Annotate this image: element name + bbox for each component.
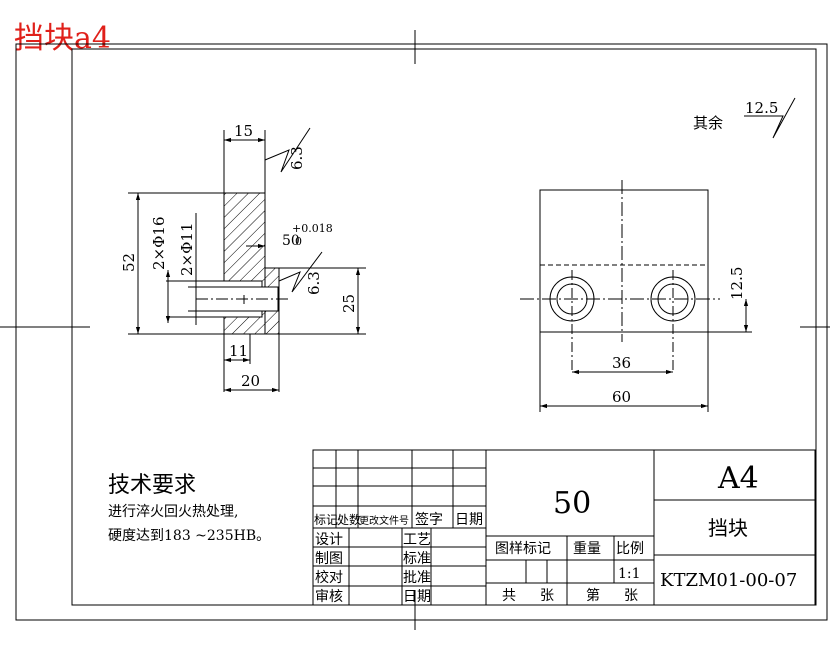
drawing-number: KTZM01-00-07 [660, 570, 797, 591]
front-view-body [539, 189, 709, 333]
dim-step: 50 [282, 233, 300, 249]
col-mark: 图样标记 [495, 541, 551, 557]
dim-hole-spacing: 36 [612, 354, 631, 372]
part-name: 挡块 [708, 516, 748, 540]
tech-requirements: 技术要求 进行淬火回火热处理, 硬度达到183 ~235HB。 [108, 473, 270, 544]
row-process: 工艺 [403, 532, 431, 548]
dim-step-tol-low: 0 [295, 235, 302, 248]
hdr-count: 处数 [337, 512, 361, 527]
side-view: 15 6.3 52 2×Φ16 2×Φ11 50 +0.018 0 6.3 25 [120, 122, 366, 393]
hole-large: 2×Φ16 [150, 217, 168, 271]
dim-bottom-width: 20 [241, 372, 260, 390]
sheet-no-unit: 张 [624, 588, 638, 604]
roughness-symbol-icon [744, 97, 796, 139]
row-review: 审核 [315, 589, 343, 605]
front-view: 12.5 36 60 [520, 180, 752, 412]
sheet-size: A4 [717, 461, 759, 496]
col-weight: 重量 [573, 541, 601, 557]
col-scale: 比例 [616, 541, 644, 557]
material: 50 [553, 486, 591, 521]
sheet-inner-border [71, 48, 817, 606]
row-standard: 标准 [403, 551, 431, 567]
dim-hole-height: 12.5 [728, 267, 746, 300]
title-block-text: 标记 处数 更改文件号 签字 日期 设计 制图 校对 审核 工艺 标准 批准 日… [314, 461, 797, 605]
row-approve: 批准 [403, 570, 431, 586]
hdr-sign: 签字 [415, 511, 443, 528]
hdr-date: 日期 [455, 512, 483, 528]
title-block [312, 449, 816, 606]
dim-width: 60 [612, 388, 631, 406]
tech-req-title: 技术要求 [108, 473, 196, 498]
hdr-doc: 更改文件号 [359, 514, 409, 527]
finish-mid: 6.3 [305, 271, 323, 295]
rough-note-label: 其余 [693, 114, 723, 132]
row-design: 设计 [315, 532, 343, 548]
page-title: 挡块a4 [14, 21, 111, 56]
hole-small: 2×Φ11 [178, 223, 196, 277]
sheet-no-label: 第 [586, 587, 600, 604]
roughness-symbol-icon [278, 251, 323, 293]
sheet-outer-border [15, 43, 828, 621]
dim-lower: 25 [340, 294, 358, 313]
scale-value: 1:1 [618, 566, 641, 582]
dim-top-width: 15 [234, 122, 253, 140]
row-draft: 制图 [315, 551, 343, 567]
tech-req-line2: 硬度达到183 ~235HB。 [108, 528, 270, 544]
sheets-label: 共 [502, 588, 516, 604]
rough-note: 其余 12.5 [693, 97, 796, 139]
roughness-symbol-icon [264, 127, 311, 173]
dim-height: 52 [120, 253, 138, 272]
tech-req-line1: 进行淬火回火热处理, [108, 504, 238, 520]
dim-step-tol: +0.018 [292, 222, 333, 235]
finish-top: 6.3 [288, 146, 306, 170]
dim-hole-depth: 11 [229, 342, 248, 360]
rough-note-value: 12.5 [745, 99, 778, 117]
sheets-unit: 张 [540, 588, 554, 604]
hdr-mark: 标记 [314, 513, 338, 527]
row-date: 日期 [403, 589, 431, 605]
row-check: 校对 [315, 569, 343, 586]
